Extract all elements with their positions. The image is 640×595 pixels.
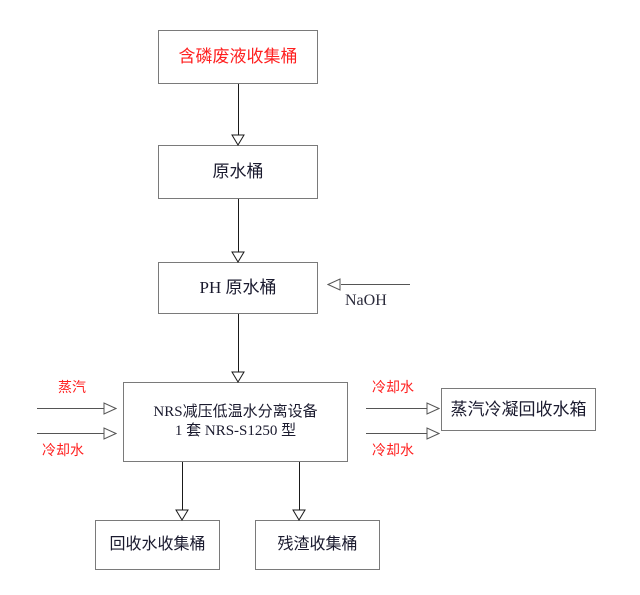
connector-nrs-to-recovered-water xyxy=(182,462,183,510)
edge-label-cooling-water-in: 冷却水 xyxy=(42,442,84,458)
node-label-line-2: 1 套 NRS-S1250 型 xyxy=(174,423,297,439)
arrow-down-icon xyxy=(231,134,245,146)
connector-naoh-inlet xyxy=(341,284,410,285)
arrow-right-icon xyxy=(426,427,440,440)
arrow-down-icon xyxy=(292,509,306,521)
edge-label-cooling-water-out-top: 冷却水 xyxy=(372,379,414,395)
node-residue-collection-tank[interactable]: 残渣收集桶 xyxy=(255,520,380,570)
arrow-down-icon xyxy=(231,251,245,263)
arrow-right-icon xyxy=(103,402,117,415)
node-steam-condensate-recovery-tank[interactable]: 蒸汽冷凝回收水箱 xyxy=(441,388,596,431)
connector-raw-water-to-ph xyxy=(238,199,239,252)
arrow-right-icon xyxy=(103,427,117,440)
node-label: 残渣收集桶 xyxy=(277,536,358,553)
node-raw-water-tank[interactable]: 原水桶 xyxy=(158,145,318,199)
node-label: PH 原水桶 xyxy=(199,278,277,298)
arrow-left-icon xyxy=(327,278,341,291)
connector-cooling-water-inlet xyxy=(37,433,105,434)
node-label: 含磷废液收集桶 xyxy=(178,47,298,67)
connector-cooling-water-outlet-top xyxy=(366,408,428,409)
edge-label-naoh: NaOH xyxy=(345,292,387,309)
node-label: 回收水收集桶 xyxy=(109,536,206,553)
connector-ph-to-nrs xyxy=(238,314,239,372)
node-label: 蒸汽冷凝回收水箱 xyxy=(450,399,587,419)
node-recovered-water-collection-tank[interactable]: 回收水收集桶 xyxy=(95,520,220,570)
node-nrs-separation-equipment[interactable]: NRS减压低温水分离设备 1 套 NRS-S1250 型 xyxy=(123,382,348,462)
node-ph-raw-water-tank[interactable]: PH 原水桶 xyxy=(158,262,318,314)
arrow-down-icon xyxy=(231,371,245,383)
edge-label-steam-in: 蒸汽 xyxy=(58,379,86,395)
connector-cooling-water-outlet-bottom xyxy=(366,433,428,434)
node-phosphorus-waste-collection-tank[interactable]: 含磷废液收集桶 xyxy=(158,30,318,84)
connector-nrs-to-residue xyxy=(299,462,300,510)
node-label-line-1: NRS减压低温水分离设备 xyxy=(153,404,318,421)
node-label: 原水桶 xyxy=(212,162,264,182)
connector-phosphorus-to-raw-water xyxy=(238,84,239,136)
edge-label-cooling-water-out-bottom: 冷却水 xyxy=(372,442,414,458)
arrow-down-icon xyxy=(175,509,189,521)
connector-steam-inlet xyxy=(37,408,105,409)
arrow-right-icon xyxy=(426,402,440,415)
